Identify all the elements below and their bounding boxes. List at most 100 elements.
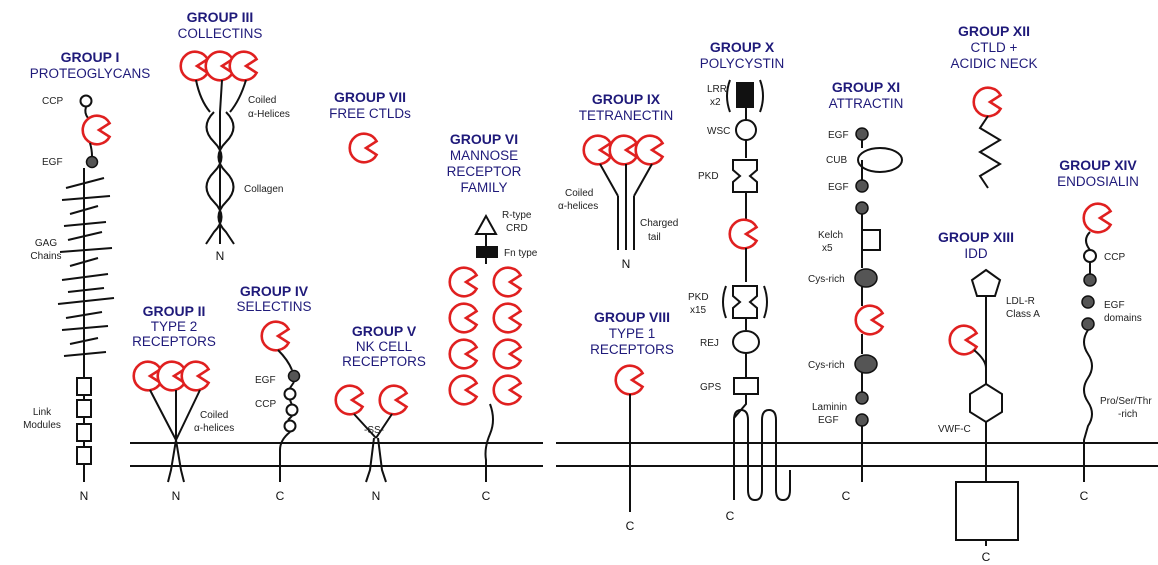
group-7-subtitle: FREE CTLDs [329, 106, 411, 121]
egf-domain [1081, 317, 1095, 331]
ccp-label: CCP [42, 96, 63, 107]
link-label: Link [33, 407, 52, 418]
chains-label: Chains [30, 251, 61, 262]
rej-domain [732, 330, 760, 354]
charged-label: Charged [640, 218, 678, 229]
ctld-domain [728, 218, 758, 250]
rtype-label: R-type [502, 210, 532, 221]
group-8-subtitle: RECEPTORS [590, 342, 674, 357]
coiled-label: Coiled [200, 410, 228, 421]
laminin-label: Laminin [812, 402, 847, 413]
group-1-subtitle: PROTEOGLYCANS [30, 66, 151, 81]
disulfide-label: -SS- [364, 425, 384, 436]
ccp-domain [79, 94, 93, 108]
alpha-helices-label: α-helices [558, 201, 598, 212]
coiled-label: Coiled [248, 95, 276, 106]
group-14-endosialin: GROUP XIV ENDOSIALIN CCP EGF domains Pro… [1057, 157, 1152, 503]
x2-label: x2 [710, 97, 721, 108]
c-terminus: C [726, 509, 735, 523]
group-5-subtitle: RECEPTORS [342, 354, 426, 369]
ctld-domain [378, 384, 408, 416]
link-module [76, 399, 92, 418]
gps-label: GPS [700, 382, 721, 393]
group-3-subtitle: COLLECTINS [178, 26, 263, 41]
pkd-domain [732, 159, 758, 193]
egf-label: EGF [1104, 300, 1125, 311]
rej-label: REJ [700, 338, 719, 349]
ccp-domain [285, 403, 299, 417]
ccp-label: CCP [255, 399, 276, 410]
wsc-domain [735, 119, 757, 141]
group-6-title: GROUP VI [450, 131, 518, 147]
ctld-domain [348, 132, 378, 164]
group-2-subtitle: TYPE 2 [151, 319, 198, 334]
ctld-domain [608, 134, 638, 166]
group-10-subtitle: POLYCYSTIN [700, 56, 785, 71]
ctld-domain [81, 114, 111, 146]
group-7-free-ctlds: GROUP VII FREE CTLDs [329, 89, 411, 164]
group-6-subtitle: MANNOSE [450, 148, 518, 163]
fn-type-domain [476, 246, 498, 258]
ctld-domain [582, 134, 612, 166]
egf-label: EGF [42, 157, 63, 168]
ctld-domain [180, 360, 210, 392]
n-terminus: N [80, 489, 89, 503]
collagen-label: Collagen [244, 184, 283, 195]
gag-label: GAG [35, 238, 57, 249]
kelch-label: Kelch [818, 230, 843, 241]
ctld-domain [492, 374, 522, 406]
vwf-c-domain [969, 382, 1003, 424]
group-5-title: GROUP V [352, 323, 417, 339]
ccp-label: CCP [1104, 252, 1125, 263]
pkd-label: PKD [698, 171, 719, 182]
alpha-helices-label: α-Helices [248, 109, 290, 120]
pkd-repeat-domain [732, 285, 758, 319]
pro-ser-thr-label: Pro/Ser/Thr [1100, 396, 1152, 407]
ctld-domain [448, 338, 478, 370]
group-12-subtitle: CTLD + [971, 40, 1018, 55]
n-terminus: N [216, 249, 225, 263]
egf-label: EGF [828, 130, 849, 141]
ctld-domain [228, 50, 258, 82]
laminin-egf-domain [855, 413, 869, 427]
egf-label: EGF [255, 375, 276, 386]
c-terminus: C [982, 550, 991, 564]
n-terminus: N [622, 257, 631, 271]
group-6-subtitle: FAMILY [460, 180, 507, 195]
ctld-domain [948, 324, 978, 356]
group-4-selectins: GROUP IV SELECTINS EGF CCP C [236, 283, 311, 503]
cub-domain [857, 147, 903, 173]
group-3-title: GROUP III [187, 9, 254, 25]
group-5-nk-cell-receptors: GROUP V NK CELL RECEPTORS -SS- N [334, 323, 426, 503]
c-terminus: C [626, 519, 635, 533]
gag-chains [57, 177, 115, 357]
ctld-domain [448, 374, 478, 406]
lrr-label: LRR [707, 84, 727, 95]
egf-domains-label: domains [1104, 313, 1142, 324]
fntype-label: Fn type [504, 248, 538, 259]
cys-rich-domain [854, 268, 878, 288]
alpha-helices-label: α-helices [194, 423, 234, 434]
n-terminus: N [372, 489, 381, 503]
group-12-subtitle: ACIDIC NECK [950, 56, 1037, 71]
group-2-subtitle: RECEPTORS [132, 334, 216, 349]
group-4-subtitle: SELECTINS [236, 299, 311, 314]
c-terminus: C [1080, 489, 1089, 503]
coiled-label: Coiled [565, 188, 593, 199]
group-7-title: GROUP VII [334, 89, 406, 105]
rich-label: -rich [1118, 409, 1137, 420]
group-8-title: GROUP VIII [594, 309, 670, 325]
ccp-domain [283, 387, 297, 401]
cys-rich-domain [854, 354, 878, 374]
egf-domain [1083, 273, 1097, 287]
cell-membrane [130, 442, 1158, 467]
crd-label: CRD [506, 223, 528, 234]
egf-domain [287, 369, 301, 383]
c-terminus: C [276, 489, 285, 503]
egf-label: EGF [828, 182, 849, 193]
ctld-domain [614, 364, 644, 396]
ctld-domain [634, 134, 664, 166]
group-4-title: GROUP IV [240, 283, 309, 299]
tail-label: tail [648, 232, 661, 243]
cub-label: CUB [826, 155, 847, 166]
